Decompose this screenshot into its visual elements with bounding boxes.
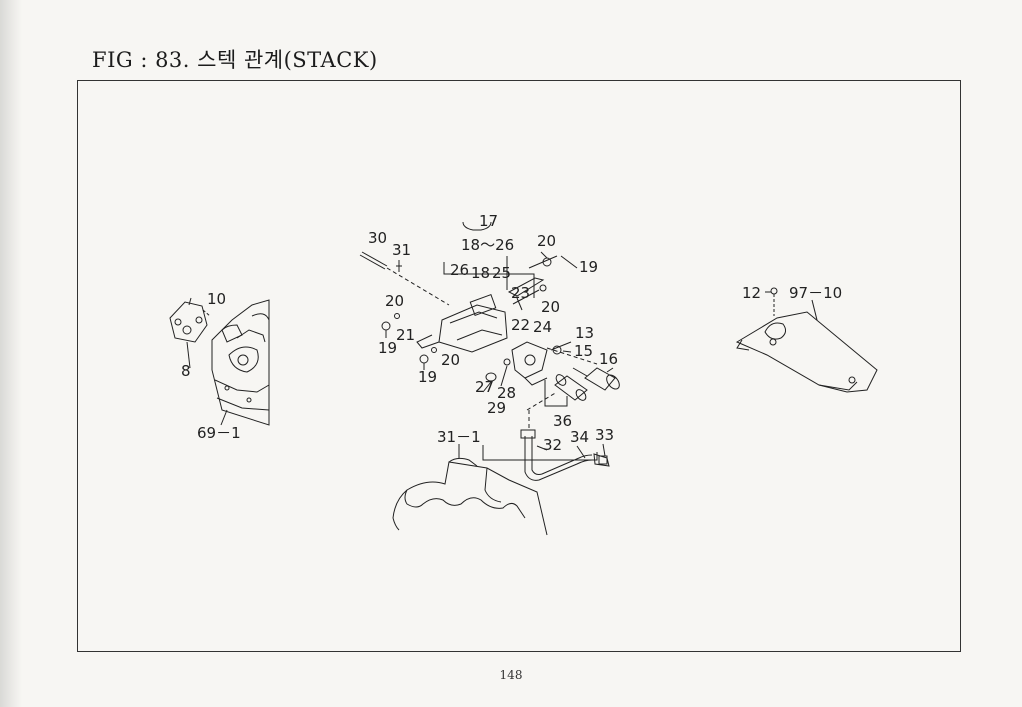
part-36-cylinder [554, 374, 588, 401]
diagram-frame [77, 80, 961, 652]
exploded-parts-diagram: 17 18～26 20 30 31 19 26 18 25 23 20 22 2… [169, 212, 878, 536]
callout-17: 17 [479, 212, 498, 230]
callout-97-10: 97－10 [789, 284, 842, 302]
callout-36: 36 [553, 412, 572, 430]
callout-15: 15 [574, 342, 593, 360]
part-97-10-cover [735, 311, 878, 393]
callout-20: 20 [537, 232, 556, 250]
callout-13: 13 [575, 324, 594, 342]
part-31-pin [396, 260, 402, 272]
callout-19: 19 [378, 339, 397, 357]
callout-19: 19 [418, 368, 437, 386]
callout-23: 23 [511, 284, 530, 302]
callout-29: 29 [487, 399, 506, 417]
callout-19: 19 [579, 258, 598, 276]
stack-bracket-drawing [416, 294, 548, 386]
part-30-rod [359, 251, 388, 270]
callout-69-1: 69－1 [197, 424, 241, 442]
callout-22: 22 [511, 316, 530, 334]
part-16-actuator [572, 367, 620, 391]
callout-28: 28 [497, 384, 516, 402]
callout-33: 33 [595, 426, 614, 444]
callout-12: 12 [742, 284, 761, 302]
binder-edge [0, 0, 22, 707]
callout-8: 8 [181, 362, 191, 380]
callout-16: 16 [599, 350, 618, 368]
callout-34: 34 [570, 428, 589, 446]
flywheel-housing-drawing [211, 299, 270, 426]
callout-32: 32 [543, 436, 562, 454]
callout-26: 26 [450, 261, 469, 279]
callout-18: 18 [471, 264, 490, 282]
callout-20: 20 [441, 351, 460, 369]
part-10-bracket [169, 297, 208, 343]
callout-27: 27 [475, 378, 494, 396]
figure-title: FIG : 83. 스텍 관계(STACK) [92, 48, 378, 72]
callout-18-26: 18～26 [461, 236, 514, 254]
callout-20: 20 [385, 292, 404, 310]
callout-21: 21 [396, 326, 415, 344]
callout-labels: 17 18～26 20 30 31 19 26 18 25 23 20 22 2… [181, 212, 842, 454]
engine-block-drawing [392, 457, 548, 536]
callout-31: 31 [392, 241, 411, 259]
callout-20: 20 [541, 298, 560, 316]
callout-25: 25 [492, 264, 511, 282]
callout-30: 30 [368, 229, 387, 247]
callout-24: 24 [533, 318, 552, 336]
leader-lines [186, 251, 614, 459]
callout-31-1: 31－1 [437, 428, 481, 446]
callout-10: 10 [207, 290, 226, 308]
page-number: 148 [499, 668, 523, 682]
